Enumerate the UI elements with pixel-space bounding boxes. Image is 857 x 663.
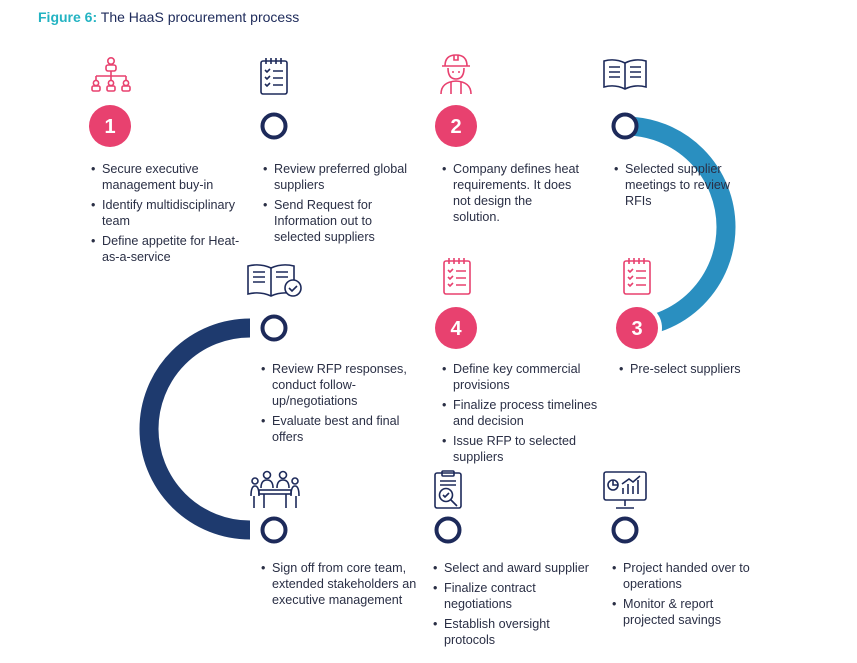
stage-node-9 (434, 516, 462, 544)
step-number: 3 (631, 318, 642, 340)
checklist-icon (441, 256, 473, 296)
stage-node-3: 2 (431, 101, 481, 151)
org-chart-icon (88, 56, 134, 96)
milestone-circle (611, 112, 639, 140)
stage-1-text: Secure executive management buy-in Ident… (90, 161, 240, 269)
checklist-icon (621, 256, 653, 296)
stage-bullet: Establish oversight protocols (432, 616, 597, 648)
stage-node-4 (611, 112, 639, 140)
figure-label: Figure 6: (38, 9, 98, 25)
stage-bullet: Finalize contract negotiations (432, 580, 597, 612)
milestone-circle (260, 314, 288, 342)
step-badge (435, 105, 477, 147)
stage-bullet: Company defines heat requirements. It do… (441, 161, 581, 225)
stage-9-text: Select and award supplier Finalize contr… (432, 560, 597, 652)
document-review-icon (245, 262, 305, 302)
step-badge (435, 307, 477, 349)
stage-bullet: Selected supplier meetings to review RFI… (613, 161, 753, 209)
milestone-circle (260, 516, 288, 544)
stage-node-2 (260, 112, 288, 140)
stage-bullet: Evaluate best and final offers (260, 413, 420, 445)
stage-node-1: 1 (85, 101, 135, 151)
stage-bullet: Identify multidisciplinary team (90, 197, 240, 229)
step-badge (616, 307, 658, 349)
step-number: 4 (450, 318, 462, 340)
stage-node-6: 4 (431, 303, 481, 353)
stage-bullet: Sign off from core team, extended stakeh… (260, 560, 420, 608)
open-book-icon (601, 57, 649, 93)
meeting-icon (250, 470, 300, 510)
milestone-circle (434, 516, 462, 544)
stage-bullet: Finalize process timelines and decision (441, 397, 611, 429)
stage-5-text: Pre-select suppliers (618, 361, 778, 381)
engineer-icon (437, 52, 475, 96)
contract-search-icon (430, 470, 466, 510)
stage-bullet: Monitor & report projected savings (611, 596, 761, 628)
stage-bullet: Secure executive management buy-in (90, 161, 240, 193)
stage-bullet: Project handed over to operations (611, 560, 761, 592)
figure-title-text: The HaaS procurement process (100, 9, 300, 25)
stage-bullet: Issue RFP to selected suppliers (441, 433, 611, 465)
stage-bullet: Pre-select suppliers (618, 361, 778, 377)
stage-4-text: Selected supplier meetings to review RFI… (613, 161, 753, 213)
step-badge (89, 105, 131, 147)
stage-8-text: Sign off from core team, extended stakeh… (260, 560, 420, 612)
stage-bullet: Send Request for Information out to sele… (262, 197, 412, 245)
stage-6-text: Define key commercial provisions Finaliz… (441, 361, 611, 469)
checklist-icon (258, 56, 290, 96)
figure-title: Figure 6: The HaaS procurement process (38, 9, 299, 25)
stage-10-text: Project handed over to operations Monito… (611, 560, 761, 632)
stage-7-text: Review RFP responses, conduct follow-up/… (260, 361, 420, 449)
stage-node-5: 3 (612, 303, 662, 353)
stage-bullet: Select and award supplier (432, 560, 597, 576)
milestone-circle (611, 516, 639, 544)
stage-bullet: Define appetite for Heat-as-a-service (90, 233, 240, 265)
track-curve-right (624, 116, 736, 338)
stage-bullet: Review RFP responses, conduct follow-up/… (260, 361, 420, 409)
step-number: 1 (104, 116, 115, 138)
stage-2-text: Review preferred global suppliers Send R… (262, 161, 412, 249)
stage-bullet: Define key commercial provisions (441, 361, 611, 393)
stage-bullet: Review preferred global suppliers (262, 161, 412, 193)
stage-node-7 (260, 314, 288, 342)
stage-node-10 (611, 516, 639, 544)
track-curve-left (139, 318, 251, 540)
monitor-chart-icon (602, 470, 648, 512)
stage-3-text: Company defines heat requirements. It do… (441, 161, 581, 229)
milestone-circle (260, 112, 288, 140)
stage-node-8 (260, 516, 288, 544)
step-number: 2 (450, 116, 461, 138)
